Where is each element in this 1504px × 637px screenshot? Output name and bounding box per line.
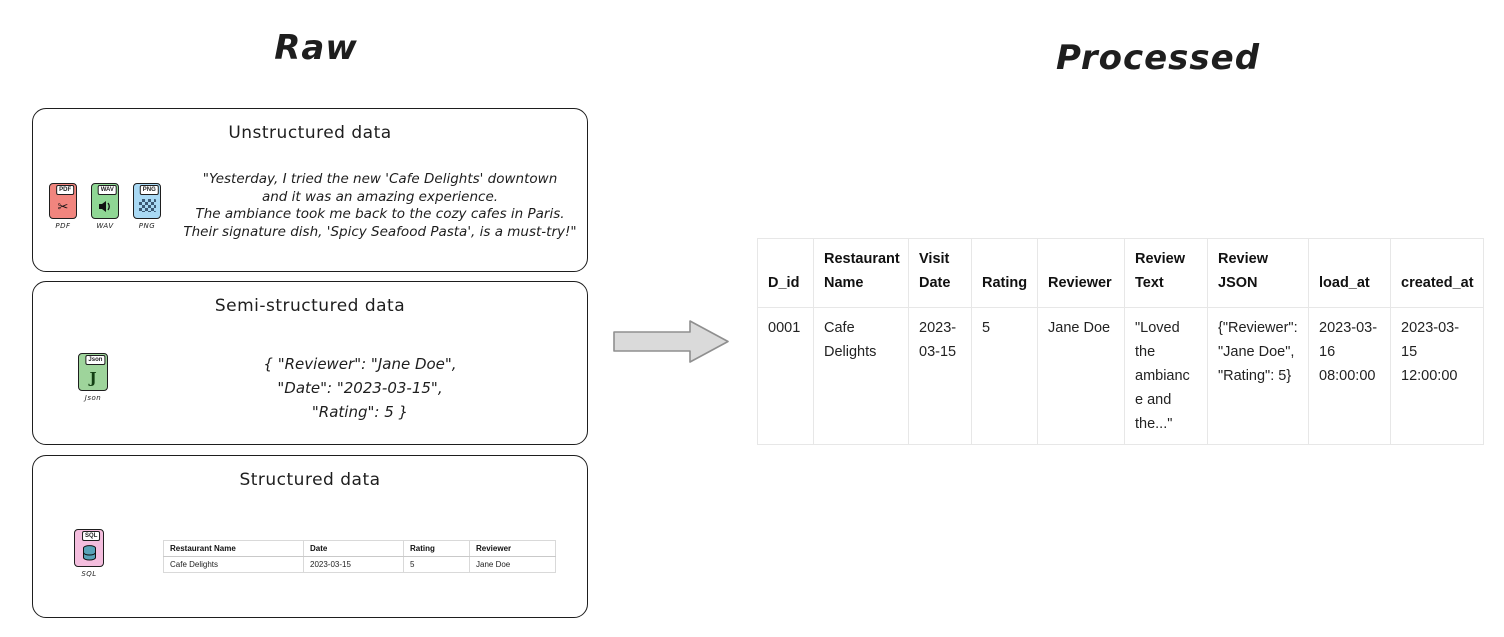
transform-arrow-icon (613, 320, 729, 363)
wav-file-tab: WAV (97, 185, 117, 195)
processed-table-cell: 2023-03-16 08:00:00 (1308, 307, 1391, 445)
processed-table-cell: 0001 (757, 307, 814, 445)
processed-table-row: 0001 Cafe Delights 2023-03-15 5 Jane Doe… (757, 307, 1484, 445)
pdf-file-icon: PDF ✂ (49, 183, 77, 219)
structured-mini-table: Restaurant Name Date Rating Reviewer Caf… (163, 540, 556, 573)
json-file: Json J Json (77, 353, 109, 402)
json-file-tab: Json (85, 355, 106, 365)
semi-structured-data-box: Semi-structured data Json J Json { "Revi… (32, 281, 588, 445)
structured-data-box: Structured data SQL SQL Restaurant Name … (32, 455, 588, 618)
mini-table-header-cell: Rating (403, 540, 470, 557)
processed-table-cell: {"Reviewer": "Jane Doe", "Rating": 5} (1207, 307, 1309, 445)
wav-file-caption: WAV (96, 222, 114, 230)
wav-file-icon: WAV (91, 183, 119, 219)
processed-table-cell: "Loved the ambiance and the..." (1124, 307, 1208, 445)
processed-table-cell: 5 (971, 307, 1038, 445)
sql-file-tab: SQL (82, 531, 101, 541)
raw-section-title: Raw (274, 28, 358, 68)
json-letter-icon: J (89, 369, 97, 387)
processed-table-header-cell: Restaurant Name (813, 238, 909, 308)
speaker-icon (99, 201, 110, 212)
processed-table-header-cell: Visit Date (908, 238, 972, 308)
png-file: PNG PNG (131, 183, 163, 230)
mini-table-cell: 5 (403, 556, 470, 573)
sql-file-caption: SQL (81, 570, 97, 578)
mini-table-row: Cafe Delights 2023-03-15 5 Jane Doe (163, 556, 556, 573)
mini-table-header-cell: Restaurant Name (163, 540, 304, 557)
unstructured-quote-text: "Yesterday, I tried the new 'Cafe Deligh… (183, 171, 577, 240)
unstructured-box-title: Unstructured data (228, 123, 392, 143)
mini-table-cell: 2023-03-15 (303, 556, 404, 573)
processed-table-header-cell: Review Text (1124, 238, 1208, 308)
checkerboard-image-icon (138, 199, 156, 212)
wav-file: WAV WAV (89, 183, 121, 230)
processed-table-header-cell: created_at (1390, 238, 1484, 308)
sql-file: SQL SQL (73, 529, 105, 578)
processed-table-cell: Jane Doe (1037, 307, 1125, 445)
database-icon (82, 545, 96, 561)
processed-table-header-cell: D_id (757, 238, 814, 308)
mini-table-header-cell: Date (303, 540, 404, 557)
processed-table-header-cell: Review JSON (1207, 238, 1309, 308)
mini-table-cell: Jane Doe (469, 556, 556, 573)
mini-table-cell: Cafe Delights (163, 556, 304, 573)
processed-table-header-cell: load_at (1308, 238, 1391, 308)
processed-table-cell: 2023-03-15 (908, 307, 972, 445)
processed-section-title: Processed (1055, 38, 1261, 78)
pdf-file-tab: PDF (56, 185, 75, 195)
processed-table-header-cell: Rating (971, 238, 1038, 308)
json-file-icon: Json J (78, 353, 108, 391)
processed-table-cell: Cafe Delights (813, 307, 909, 445)
processed-table-header-row: D_id Restaurant Name Visit Date Rating R… (757, 238, 1484, 308)
mini-table-header-cell: Reviewer (469, 540, 556, 557)
semi-structured-json-text: { "Reviewer": "Jane Doe", "Date": "2023-… (263, 355, 457, 421)
sql-file-icon: SQL (74, 529, 104, 567)
semi-structured-box-title: Semi-structured data (214, 296, 406, 316)
png-file-tab: PNG (139, 185, 159, 195)
pdf-file: PDF ✂ PDF (47, 183, 79, 230)
processed-table: D_id Restaurant Name Visit Date Rating R… (757, 238, 1484, 445)
mini-table-header-row: Restaurant Name Date Rating Reviewer (163, 540, 556, 557)
pdf-file-caption: PDF (55, 222, 71, 230)
json-file-caption: Json (84, 394, 102, 402)
unstructured-file-icon-group: PDF ✂ PDF WAV WAV PNG (47, 183, 163, 230)
processed-table-header-cell: Reviewer (1037, 238, 1125, 308)
png-file-caption: PNG (138, 222, 156, 230)
scissors-icon: ✂ (57, 199, 69, 214)
structured-box-title: Structured data (239, 470, 381, 490)
png-file-icon: PNG (133, 183, 161, 219)
unstructured-data-box: Unstructured data PDF ✂ PDF WAV WAV (32, 108, 588, 272)
processed-table-cell: 2023-03-15 12:00:00 (1390, 307, 1484, 445)
